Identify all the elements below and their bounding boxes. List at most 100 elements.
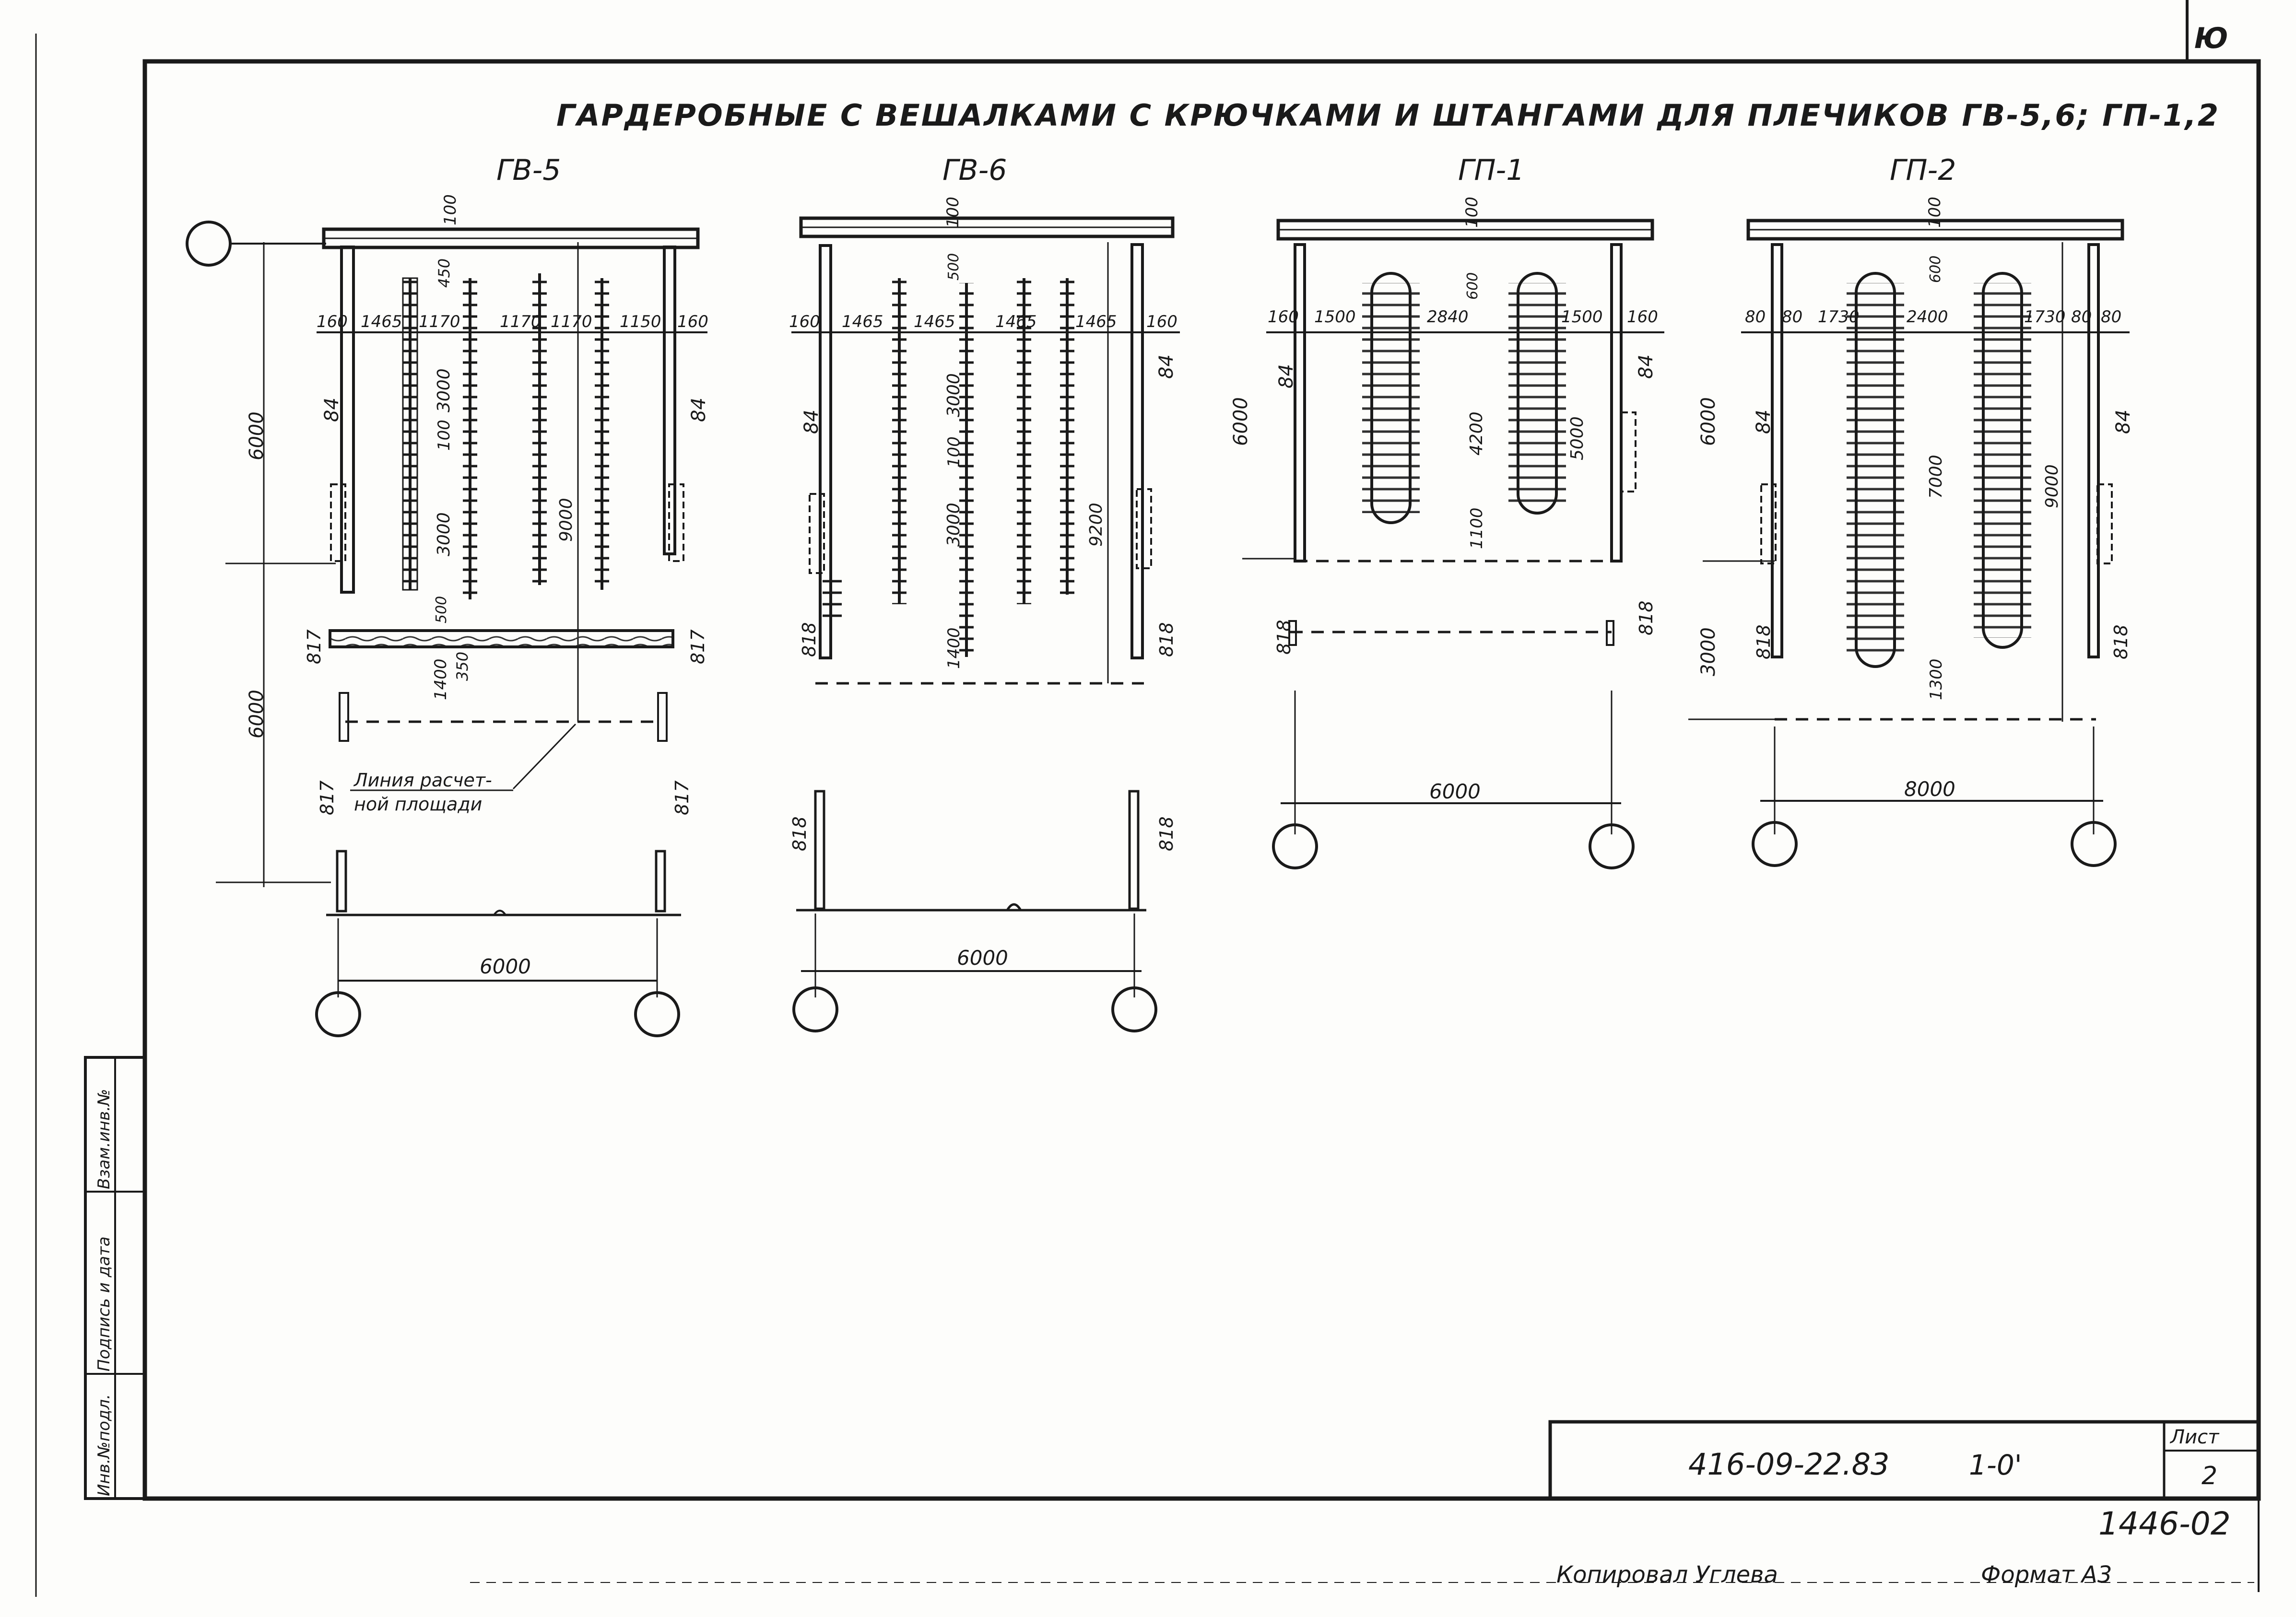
doc-code: 416-09-22.83 <box>1688 1447 1889 1482</box>
dim: 818 <box>1636 600 1657 635</box>
sheet-number: 2 <box>2202 1462 2217 1490</box>
dim: 818 <box>799 622 820 657</box>
dim: 1730 <box>1818 307 1860 327</box>
plan-label-gp1: ГП-1 <box>1458 153 1524 187</box>
axis-marker-left <box>1272 823 1318 869</box>
dim: 2840 <box>1427 307 1469 327</box>
dim: 7000 <box>1926 455 1946 499</box>
dim: 1100 <box>1467 507 1486 549</box>
dim: 1170 <box>551 312 592 331</box>
copied-by: Копировал Углева <box>1556 1561 1778 1588</box>
plan-gp2-dims: 80 80 1730 2400 1730 80 80 100 600 7000 … <box>1697 197 2134 801</box>
dim: 80 <box>2071 307 2092 327</box>
dim: 600 <box>1464 272 1481 300</box>
dim-bottom: 8000 <box>1904 777 1955 801</box>
archive-number: 1446-02 <box>2098 1505 2231 1542</box>
dim-bottom: 6000 <box>957 946 1008 970</box>
dim: 6000 <box>1697 397 1719 446</box>
dim: 100 <box>435 420 454 451</box>
stamp-inv-podl: Инв.№подл. <box>94 1394 114 1496</box>
axis-marker-left <box>315 991 361 1037</box>
dim: 80 <box>2101 307 2121 327</box>
dim: 818 <box>1273 620 1295 655</box>
dim: 4200 <box>1467 411 1486 456</box>
dim: 818 <box>1156 622 1177 657</box>
dim: 817 <box>687 629 708 664</box>
dim: 84 <box>1155 354 1177 379</box>
plan-gp2 <box>1688 219 2130 867</box>
dim: 9000 <box>556 498 576 542</box>
dim: 3000 <box>434 512 454 556</box>
plan-gv5 <box>186 221 707 1037</box>
stamp-vzam: Взам.инв.№ <box>94 1089 114 1189</box>
dim: 818 <box>789 816 810 851</box>
plan-gp1 <box>1242 219 1664 869</box>
dim: 160 <box>1146 312 1177 331</box>
dim: 84 <box>688 398 710 422</box>
dim: 160 <box>677 312 708 331</box>
dim: 6000 <box>246 411 268 460</box>
sheet-label: Лист <box>2169 1426 2220 1448</box>
dim: 84 <box>2112 410 2134 434</box>
plan-gp1-dims: 160 1500 2840 1500 160 100 600 4200 5000… <box>1230 197 1658 803</box>
dim: 450 <box>435 258 453 288</box>
dim: 160 <box>317 312 348 331</box>
dim: 3000 <box>944 373 964 417</box>
dim: 84 <box>801 410 823 434</box>
dim: 1400 <box>431 658 450 700</box>
dim: 160 <box>789 312 820 331</box>
dim: 500 <box>945 253 962 281</box>
dim: 1465 <box>1075 312 1117 331</box>
dim: 80 <box>1782 307 1802 327</box>
plan-gv6 <box>791 216 1180 1032</box>
dim: 817 <box>304 629 325 664</box>
stamp-podpis: Подпись и дата <box>94 1236 114 1371</box>
dim: 100 <box>943 197 963 228</box>
dim: 500 <box>433 596 450 623</box>
axis-marker-right <box>634 991 680 1037</box>
dim: 9000 <box>2042 464 2062 508</box>
doc-sub: 1-0' <box>1969 1449 2022 1481</box>
dim: 84 <box>1753 410 1775 434</box>
dim: 1500 <box>1314 307 1356 327</box>
plan-label-gp2: ГП-2 <box>1890 153 1956 187</box>
dim: 100 <box>944 436 964 468</box>
dim: 84 <box>1275 364 1297 388</box>
side-stamp: Инв.№подл. Подпись и дата Взам.инв.№ <box>84 1056 146 1500</box>
dim: 3000 <box>1697 627 1719 676</box>
plan-gv6-dims: 160 1465 1465 1465 1465 160 100 500 3000… <box>789 197 1177 970</box>
dim: 6000 <box>1230 397 1252 446</box>
dim: 3000 <box>944 503 964 547</box>
dim: 1465 <box>842 312 883 331</box>
annotation-line1: Линия расчет- <box>353 770 492 791</box>
dim: 1465 <box>361 312 402 331</box>
dim-bottom: 6000 <box>1429 780 1481 803</box>
dim: 100 <box>1925 197 1944 228</box>
dim: 80 <box>1745 307 1766 327</box>
axis-marker-left <box>1752 821 1798 867</box>
dim: 1400 <box>944 627 964 669</box>
plan-label-gv6: ГВ-6 <box>942 153 1007 187</box>
dim: 1170 <box>500 312 542 331</box>
corner-mark: Ю <box>2194 22 2228 55</box>
dim: 3000 <box>434 368 454 412</box>
dim: 818 <box>2110 624 2131 659</box>
dim: 817 <box>317 780 338 815</box>
paper-format: Формат А3 <box>1981 1561 2112 1588</box>
dim: 1150 <box>620 312 661 331</box>
dim: 6000 <box>246 690 268 738</box>
axis-marker-top <box>186 221 232 267</box>
dim: 1300 <box>1927 658 1946 700</box>
dim: 1500 <box>1561 307 1603 327</box>
dim: 818 <box>1156 816 1177 851</box>
dim: 1170 <box>419 312 460 331</box>
dim: 600 <box>1927 256 1944 283</box>
dim-bottom: 6000 <box>480 955 531 978</box>
axis-marker-right <box>1111 986 1157 1032</box>
dim: 1465 <box>995 312 1037 331</box>
dim: 2400 <box>1907 307 1948 327</box>
dim: 1730 <box>2024 307 2066 327</box>
axis-marker-right <box>1589 823 1635 869</box>
sheet-title: ГАРДЕРОБНЫЕ С ВЕШАЛКАМИ С КРЮЧКАМИ И ШТА… <box>556 98 2220 133</box>
